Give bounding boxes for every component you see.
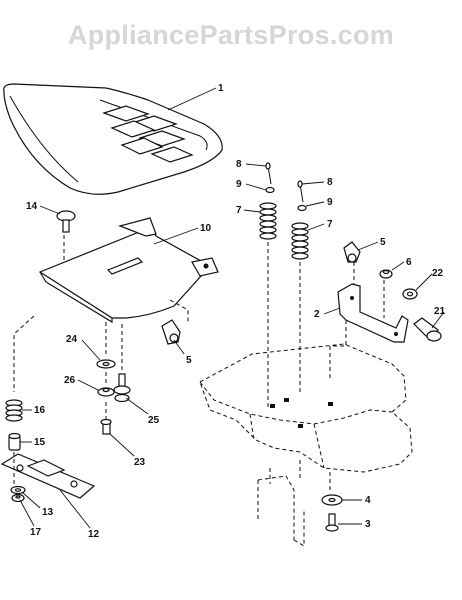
guide-line	[13, 315, 35, 392]
callout-label: 12	[88, 529, 100, 540]
leader-lines	[19, 87, 445, 529]
callout-label: 25	[148, 415, 160, 426]
guide-line	[169, 299, 189, 322]
seat-part[interactable]	[3, 83, 223, 195]
tractor-frame-outline	[199, 343, 413, 547]
adjustment-knob-part[interactable]	[413, 317, 442, 342]
callout-label: 24	[66, 334, 78, 345]
spring-part-left[interactable]	[5, 399, 23, 422]
guide-line	[329, 320, 347, 380]
knob-washer-part[interactable]	[402, 288, 418, 300]
hex-bolt-part[interactable]	[100, 418, 112, 435]
callout-label: 9	[236, 179, 242, 190]
carriage-bolt-part[interactable]	[56, 210, 76, 233]
washer-part[interactable]	[96, 359, 116, 369]
callout-label: 22	[432, 268, 444, 279]
callout-label: 4	[365, 495, 371, 506]
nut-part-lower[interactable]	[11, 493, 25, 503]
bushing-part[interactable]	[8, 432, 21, 451]
callout-label: 17	[30, 527, 42, 538]
callout-label: 7	[236, 205, 242, 216]
callout-label: 13	[42, 507, 54, 518]
callout-label: 26	[64, 375, 76, 386]
frame-bolt-part[interactable]	[325, 513, 339, 532]
watermark-text: AppliancePartsPros.com	[68, 20, 394, 50]
nut-part-right[interactable]	[379, 269, 393, 279]
callout-label: 15	[34, 437, 46, 448]
washer-part-lower[interactable]	[10, 485, 26, 495]
callout-label: 3	[365, 519, 371, 530]
pin-part-right[interactable]	[297, 180, 304, 203]
callout-label: 9	[327, 197, 333, 208]
clip-part-left[interactable]	[161, 319, 181, 345]
callout-label: 2	[314, 309, 320, 320]
clip-part-right[interactable]	[343, 241, 361, 263]
callout-label: 10	[200, 223, 212, 234]
callout-label: 16	[34, 405, 46, 416]
washer-part-small-right[interactable]	[297, 204, 307, 212]
callout-label: 8	[236, 159, 242, 170]
callout-label: 8	[327, 177, 333, 188]
seat-pan-part[interactable]	[39, 217, 219, 324]
seat-bracket-part[interactable]	[337, 283, 409, 343]
shoulder-bolt-part[interactable]	[113, 373, 131, 403]
callout-label: 14	[26, 201, 38, 212]
slide-plate-part[interactable]	[0, 453, 96, 499]
callout-label: 23	[134, 457, 146, 468]
callout-label: 21	[434, 306, 446, 317]
frame-washer-part[interactable]	[321, 494, 343, 506]
washer-part-small-left[interactable]	[265, 186, 275, 194]
callout-label: 5	[380, 237, 386, 248]
callout-label: 7	[327, 219, 333, 230]
spring-part-center-left[interactable]	[259, 202, 277, 240]
callout-label: 1	[218, 83, 224, 94]
callout-label: 5	[186, 355, 192, 366]
pin-part-left[interactable]	[265, 162, 272, 185]
callout-label: 6	[406, 257, 412, 268]
spring-part-center-right[interactable]	[291, 222, 309, 260]
nut-part[interactable]	[97, 387, 115, 397]
